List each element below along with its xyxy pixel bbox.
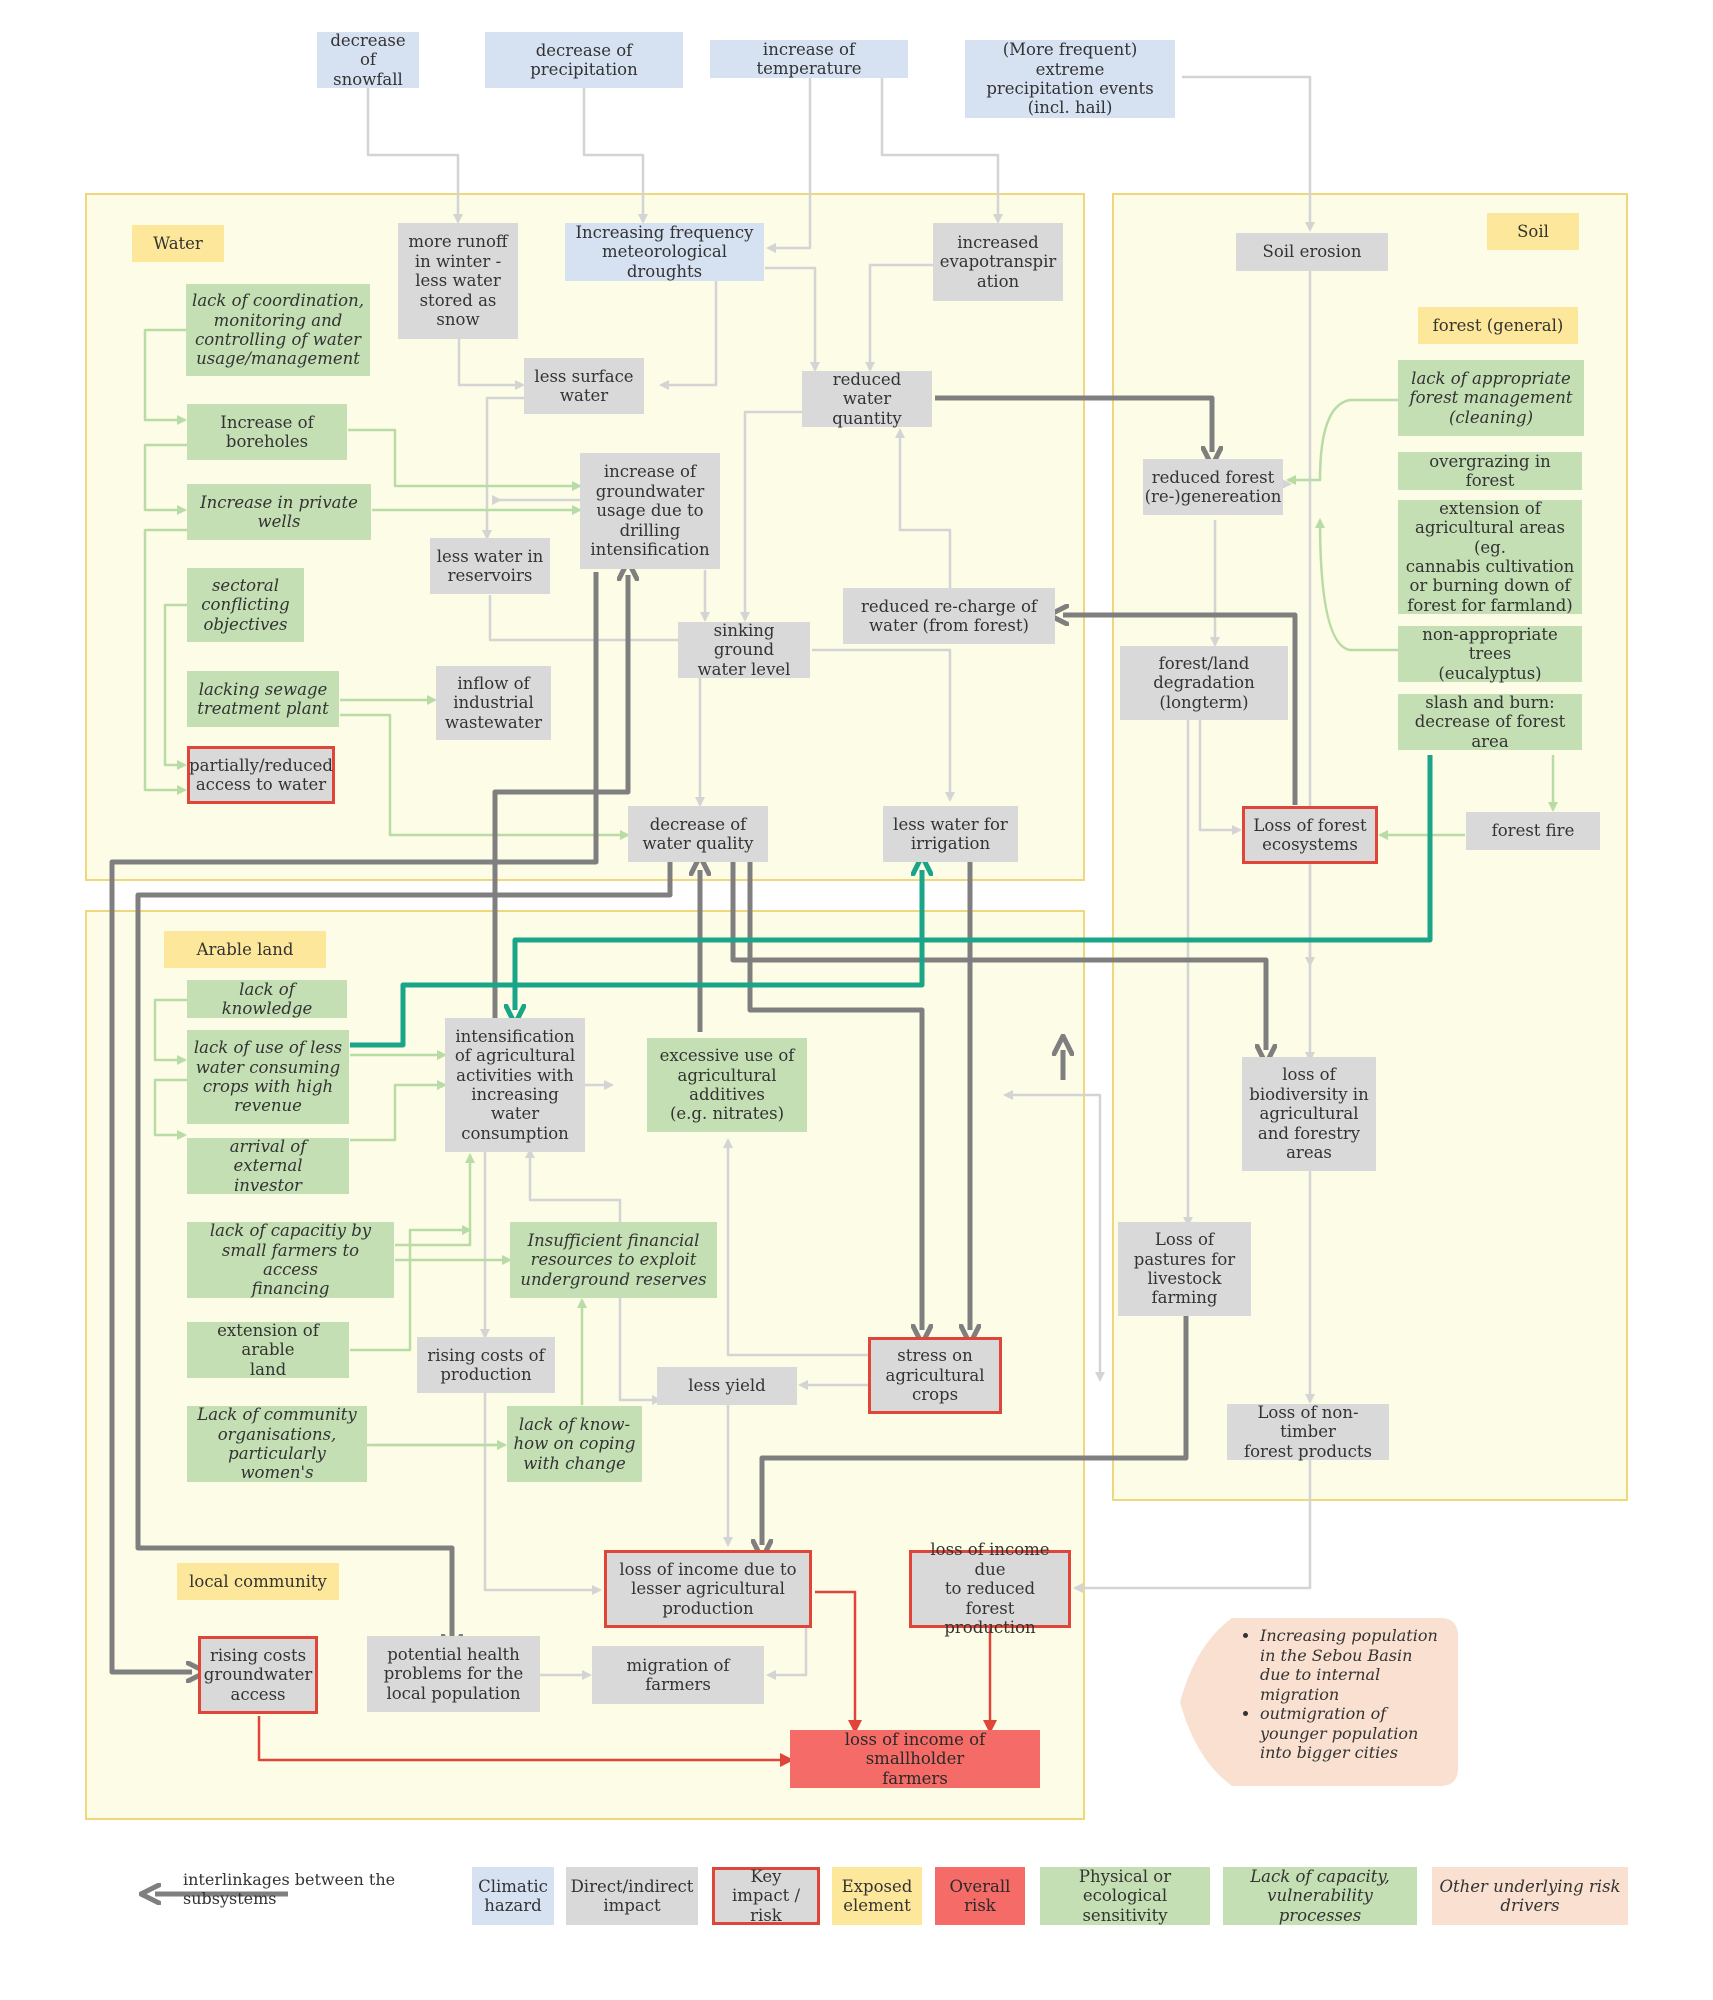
node-groundwater-usage: increase of groundwater usage due to dri… [580, 453, 720, 569]
node-external-investor: arrival of external investor [187, 1137, 349, 1195]
node-increased-evapotranspiration: increased evapotranspir ation [933, 223, 1063, 301]
node-lack-knowhow-coping: lack of know- how on coping with change [507, 1406, 642, 1482]
node-stress-agricultural-crops: stress on agricultural crops [868, 1337, 1002, 1414]
node-sinking-groundwater: sinking ground water level [678, 621, 810, 679]
node-reduced-forest-regeneration: reduced forest (re-)genereation [1143, 459, 1283, 515]
node-less-yield: less yield [657, 1367, 797, 1405]
node-reduced-recharge: reduced re-charge of water (from forest) [843, 588, 1055, 644]
node-intensification-agriculture: intensification of agricultural activiti… [445, 1018, 585, 1152]
soil-panel-label: Soil [1487, 213, 1579, 250]
legend-overall-risk: Overall risk [935, 1867, 1025, 1925]
node-decrease-precipitation: decrease of precipitation [485, 32, 683, 88]
node-loss-pastures: Loss of pastures for livestock farming [1118, 1222, 1251, 1316]
node-rising-costs-groundwater: rising costs groundwater access [198, 1636, 318, 1714]
arable-land-label: Arable land [164, 931, 326, 968]
node-meteorological-droughts: Increasing frequency meteorological drou… [565, 223, 764, 281]
local-community-label: local community [177, 1563, 339, 1600]
node-overall-loss-income: loss of income of smallholder farmers [790, 1730, 1040, 1788]
node-health-problems: potential health problems for the local … [367, 1636, 540, 1712]
node-soil-erosion: Soil erosion [1236, 233, 1388, 271]
forest-general-label: forest (general) [1418, 307, 1578, 344]
node-increase-private-wells: Increase in private wells [187, 484, 371, 540]
node-rising-costs-production: rising costs of production [417, 1337, 555, 1393]
node-insufficient-financial-resources: Insufficient financial resources to expl… [510, 1222, 717, 1298]
node-lacking-sewage: lacking sewage treatment plant [187, 671, 339, 727]
node-less-water-irrigation: less water for irrigation [883, 806, 1018, 862]
node-reduced-water-quantity: reduced water quantity [802, 370, 932, 428]
node-slash-and-burn: slash and burn: decrease of forest area [1398, 693, 1582, 751]
driver-outmigration: outmigration of younger population into … [1260, 1704, 1440, 1763]
node-decrease-snowfall: decrease of snowfall [317, 31, 419, 89]
node-lack-of-coordination: lack of coordination, monitoring and con… [186, 284, 370, 376]
legend-other-risk-drivers: Other underlying risk drivers [1432, 1867, 1628, 1925]
node-access-to-water: partially/reduced access to water [187, 746, 335, 804]
legend-physical-sensitivity: Physical or ecological sensitivity [1040, 1867, 1210, 1925]
node-extreme-precipitation: (More frequent) extreme precipitation ev… [965, 40, 1175, 118]
node-loss-income-forest: loss of income due to reduced forest pro… [909, 1540, 1071, 1637]
node-excessive-additives: excessive use of agricultural additives … [647, 1038, 807, 1132]
node-industrial-wastewater: inflow of industrial wastewater [436, 666, 551, 740]
node-lack-forest-management: lack of appropriate forest management (c… [1398, 360, 1584, 436]
node-lack-capacity-financing: lack of capacitiy by small farmers to ac… [187, 1221, 394, 1298]
node-more-runoff: more runoff in winter - less water store… [398, 223, 518, 339]
node-loss-non-timber-products: Loss of non-timber forest products [1227, 1403, 1389, 1461]
legend-interlinkages-label: interlinkages between the subsystems [183, 1870, 396, 1908]
node-forest-land-degradation: forest/land degradation (longterm) [1120, 646, 1288, 720]
node-lack-community-organisations: Lack of community organisations, particu… [187, 1405, 367, 1482]
node-loss-income-agricultural: loss of income due to lesser agricultura… [604, 1550, 812, 1628]
node-increase-boreholes: Increase of boreholes [187, 404, 347, 460]
legend-lack-of-capacity: Lack of capacity, vulnerability processe… [1223, 1867, 1417, 1925]
node-lack-of-knowledge: lack of knowledge [187, 980, 347, 1018]
node-lack-use-less-water-crops: lack of use of less water consuming crop… [187, 1030, 349, 1124]
legend-exposed-element: Exposed element [832, 1867, 922, 1925]
node-less-water-reservoirs: less water in reservoirs [430, 538, 550, 594]
water-panel-label: Water [132, 225, 224, 262]
node-loss-biodiversity: loss of biodiversity in agricultural and… [1242, 1057, 1376, 1171]
node-sectoral-objectives: sectoral conflicting objectives [187, 568, 304, 642]
other-risk-drivers: Increasing population in the Sebou Basin… [1232, 1626, 1450, 1782]
legend-key-impact-risk: Key impact / risk [712, 1867, 820, 1925]
node-extension-agricultural-areas: extension of agricultural areas (eg. can… [1398, 499, 1582, 615]
node-extension-arable-land: extension of arable land [187, 1321, 349, 1379]
driver-population-growth: Increasing population in the Sebou Basin… [1260, 1626, 1440, 1704]
legend-direct-indirect-impact: Direct/indirect impact [566, 1867, 698, 1925]
node-forest-fire: forest fire [1466, 812, 1600, 850]
legend-climatic-hazard: Climatic hazard [472, 1867, 554, 1925]
node-overgrazing-forest: overgrazing in forest [1398, 452, 1582, 490]
node-decrease-water-quality: decrease of water quality [628, 806, 768, 862]
node-increase-temperature: increase of temperature [710, 40, 908, 78]
node-loss-forest-ecosystems: Loss of forest ecosystems [1242, 806, 1378, 864]
node-less-surface-water: less surface water [524, 358, 644, 414]
node-non-appropriate-trees: non-appropriate trees (eucalyptus) [1398, 625, 1582, 683]
node-migration-farmers: migration of farmers [592, 1646, 764, 1704]
